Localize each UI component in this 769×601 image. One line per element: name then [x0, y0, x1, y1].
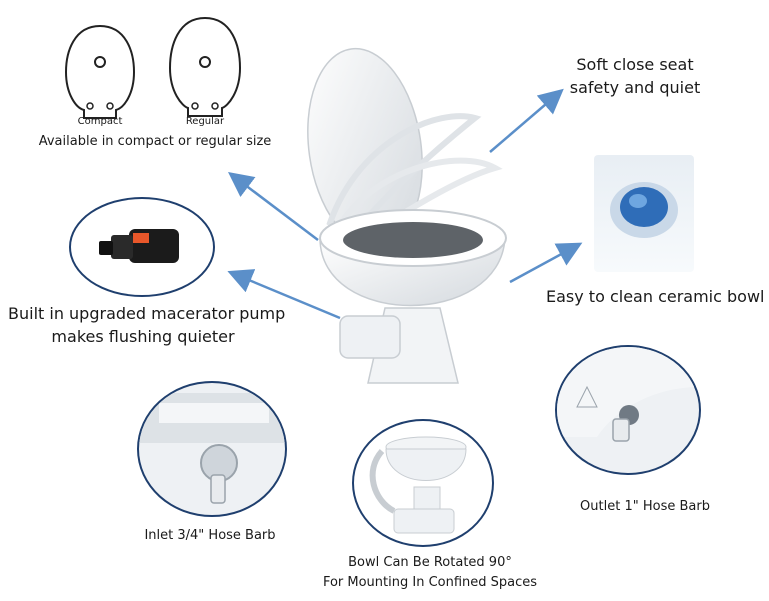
pump-photo-circle	[69, 197, 215, 297]
soft-close-line1: Soft close seat	[576, 55, 694, 74]
size-caption: Available in compact or regular size	[38, 134, 272, 149]
inlet-photo-circle	[137, 381, 287, 517]
soft-close-text: Soft close seat safety and quiet	[555, 53, 715, 99]
pump-line2: makes flushing quieter	[51, 327, 235, 346]
outlet-photo-circle	[555, 345, 701, 475]
compact-label: Compact	[77, 116, 123, 127]
pump-text: Built in upgraded macerator pump makes f…	[8, 302, 286, 348]
toilet-illustration	[290, 38, 520, 388]
regular-seat-diagram	[164, 14, 246, 126]
rotate-line1: Bowl Can Be Rotated 90°	[348, 555, 512, 570]
inlet-caption: Inlet 3/4" Hose Barb	[144, 528, 276, 543]
outlet-caption: Outlet 1" Hose Barb	[580, 499, 710, 514]
rotate-caption: Bowl Can Be Rotated 90° For Mounting In …	[300, 553, 560, 593]
soft-close-line2: safety and quiet	[569, 78, 701, 97]
rotate-line2: For Mounting In Confined Spaces	[322, 575, 538, 590]
regular-label: Regular	[185, 116, 225, 127]
rotate-photo-circle	[352, 419, 494, 547]
pump-line1: Built in upgraded macerator pump	[8, 304, 286, 323]
easy-clean-text: Easy to clean ceramic bowl	[546, 287, 765, 306]
ceramic-bowl-photo	[594, 155, 694, 272]
compact-seat-diagram	[60, 20, 140, 130]
